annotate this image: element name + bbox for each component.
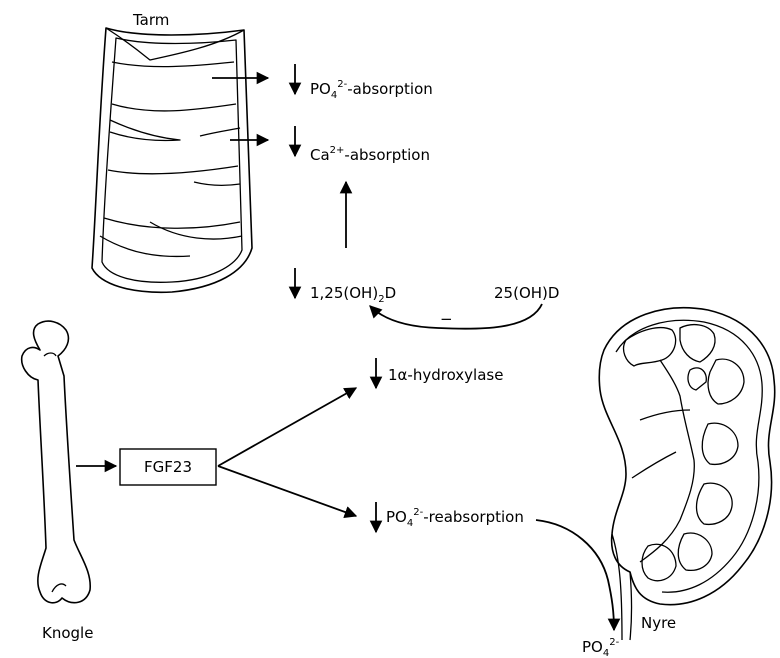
conversion-arrow (370, 304, 542, 329)
bone-label: Knogle (42, 624, 93, 642)
intestine-label: Tarm (132, 11, 169, 29)
hydroxylase-label: 1α-hydroxylase (388, 366, 503, 384)
phosphate-reabsorption-label: PO42--reabsorption (386, 507, 524, 529)
kidney-illustration: Nyre (599, 308, 775, 640)
inhibition-sign: − (440, 310, 453, 328)
calcium-absorption-label: Ca2+-absorption (310, 145, 430, 164)
intestine-illustration: Tarm (92, 11, 252, 292)
fgf23-label: FGF23 (144, 458, 192, 476)
bone-illustration: Knogle (22, 321, 94, 642)
phosphate-excretion-arrow (536, 520, 614, 630)
phosphate-absorption-label: PO42--absorption (310, 79, 433, 101)
calcidiol-label: 25(OH)D (494, 284, 559, 302)
fgf23-to-hydroxylase-arrow (218, 388, 356, 466)
fgf23-to-reabsorption-arrow (218, 466, 356, 516)
kidney-label: Nyre (641, 614, 676, 632)
calcitriol-label: 1,25(OH)2D (310, 284, 396, 305)
urine-phosphate-label: PO42- (582, 637, 620, 658)
